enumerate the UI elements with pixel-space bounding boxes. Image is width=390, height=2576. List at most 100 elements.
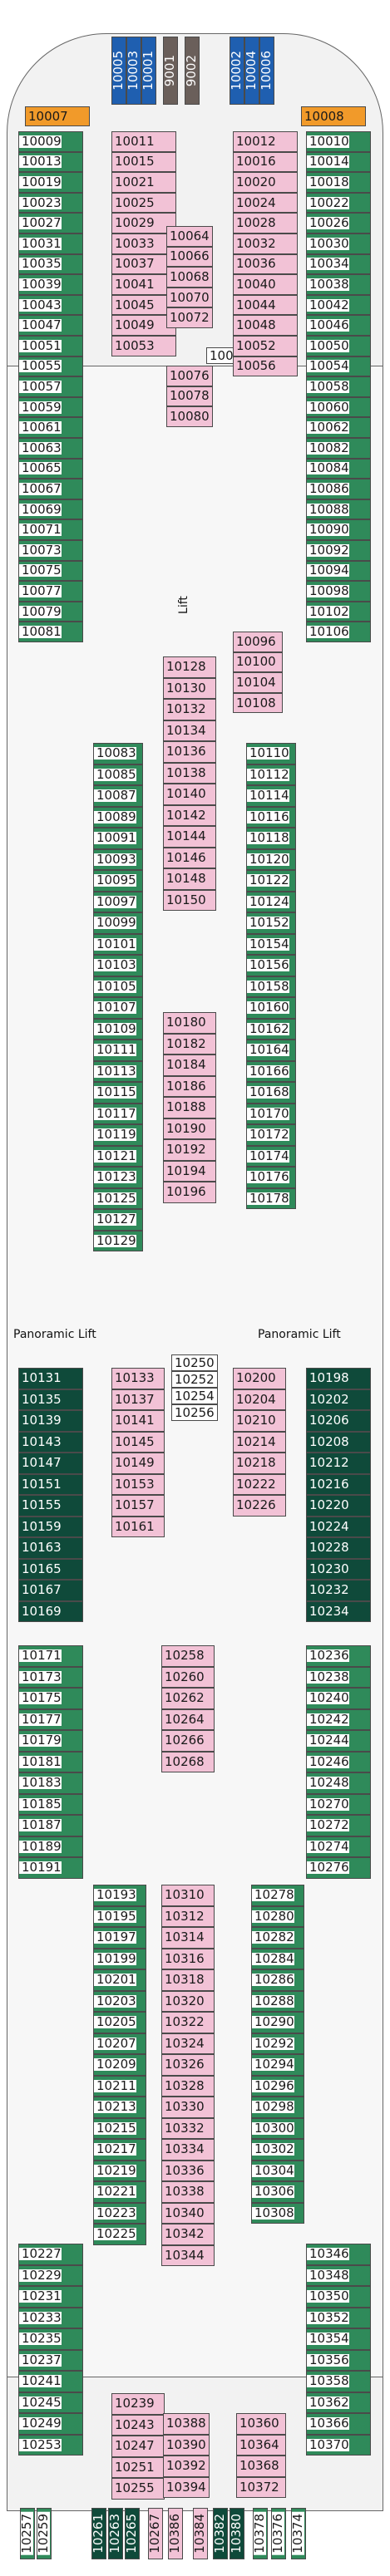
cabin-10175[interactable]: 10175 bbox=[18, 1688, 83, 1709]
cabin-10250[interactable]: 10250 bbox=[171, 1354, 218, 1371]
cabin-10270[interactable]: 10270 bbox=[306, 1793, 371, 1815]
cabin-10228[interactable]: 10228 bbox=[306, 1537, 371, 1559]
cabin-10362[interactable]: 10362 bbox=[306, 2392, 371, 2413]
cabin-10113[interactable]: 10113 bbox=[93, 1060, 143, 1082]
cabin-10298[interactable]: 10298 bbox=[251, 2097, 304, 2118]
cabin-10174[interactable]: 10174 bbox=[246, 1145, 296, 1167]
cabin-10029[interactable]: 10029 bbox=[111, 213, 176, 234]
cabin-10160[interactable]: 10160 bbox=[246, 997, 296, 1019]
cabin-10107[interactable]: 10107 bbox=[93, 997, 143, 1019]
cabin-10049[interactable]: 10049 bbox=[111, 315, 176, 336]
cabin-10002[interactable]: 10002 bbox=[230, 37, 244, 105]
cabin-10043[interactable]: 10043 bbox=[18, 294, 83, 316]
cabin-10009[interactable]: 10009 bbox=[18, 131, 83, 152]
cabin-10246[interactable]: 10246 bbox=[306, 1751, 371, 1772]
cabin-10200[interactable]: 10200 bbox=[233, 1368, 286, 1389]
cabin-10083[interactable]: 10083 bbox=[93, 743, 143, 764]
cabin-10046[interactable]: 10046 bbox=[306, 315, 371, 336]
cabin-10103[interactable]: 10103 bbox=[93, 955, 143, 976]
cabin-10024[interactable]: 10024 bbox=[233, 192, 298, 214]
cabin-10191[interactable]: 10191 bbox=[18, 1857, 83, 1879]
cabin-10168[interactable]: 10168 bbox=[246, 1082, 296, 1104]
cabin-10162[interactable]: 10162 bbox=[246, 1018, 296, 1040]
cabin-10061[interactable]: 10061 bbox=[18, 417, 83, 438]
cabin-10135[interactable]: 10135 bbox=[18, 1389, 83, 1410]
cabin-10340[interactable]: 10340 bbox=[161, 2202, 215, 2224]
cabin-10233[interactable]: 10233 bbox=[18, 2307, 83, 2328]
cabin-10090[interactable]: 10090 bbox=[306, 519, 371, 540]
cabin-10173[interactable]: 10173 bbox=[18, 1666, 83, 1688]
cabin-10151[interactable]: 10151 bbox=[18, 1473, 83, 1495]
cabin-10185[interactable]: 10185 bbox=[18, 1793, 83, 1815]
cabin-10261[interactable]: 10261 bbox=[91, 2508, 106, 2559]
cabin-10137[interactable]: 10137 bbox=[111, 1389, 165, 1410]
cabin-10154[interactable]: 10154 bbox=[246, 933, 296, 955]
cabin-10150[interactable]: 10150 bbox=[163, 889, 216, 911]
cabin-10312[interactable]: 10312 bbox=[161, 1905, 215, 1927]
cabin-10310[interactable]: 10310 bbox=[161, 1885, 215, 1906]
cabin-10256[interactable]: 10256 bbox=[171, 1404, 218, 1421]
cabin-9001[interactable]: 9001 bbox=[163, 37, 178, 105]
cabin-10245[interactable]: 10245 bbox=[18, 2392, 83, 2413]
cabin-10268[interactable]: 10268 bbox=[161, 1751, 215, 1772]
cabin-10342[interactable]: 10342 bbox=[161, 2224, 215, 2245]
cabin-10198[interactable]: 10198 bbox=[306, 1368, 371, 1389]
cabin-10229[interactable]: 10229 bbox=[18, 2264, 83, 2286]
cabin-10232[interactable]: 10232 bbox=[306, 1580, 371, 1601]
cabin-10026[interactable]: 10026 bbox=[306, 213, 371, 234]
cabin-10322[interactable]: 10322 bbox=[161, 2012, 215, 2033]
cabin-10294[interactable]: 10294 bbox=[251, 2054, 304, 2076]
cabin-10282[interactable]: 10282 bbox=[251, 1927, 304, 1949]
cabin-10290[interactable]: 10290 bbox=[251, 2012, 304, 2033]
cabin-10180[interactable]: 10180 bbox=[163, 1012, 216, 1034]
cabin-10346[interactable]: 10346 bbox=[306, 2244, 371, 2265]
cabin-10167[interactable]: 10167 bbox=[18, 1580, 83, 1601]
cabin-10240[interactable]: 10240 bbox=[306, 1688, 371, 1709]
cabin-10112[interactable]: 10112 bbox=[246, 764, 296, 785]
cabin-10093[interactable]: 10093 bbox=[93, 848, 143, 870]
cabin-10382[interactable]: 10382 bbox=[213, 2508, 228, 2559]
cabin-10218[interactable]: 10218 bbox=[233, 1453, 286, 1474]
cabin-10388[interactable]: 10388 bbox=[163, 2413, 210, 2435]
cabin-10099[interactable]: 10099 bbox=[93, 912, 143, 934]
cabin-10192[interactable]: 10192 bbox=[163, 1139, 216, 1161]
cabin-10047[interactable]: 10047 bbox=[18, 315, 83, 336]
cabin-10217[interactable]: 10217 bbox=[93, 2139, 146, 2161]
cabin-10213[interactable]: 10213 bbox=[93, 2097, 146, 2118]
cabin-10318[interactable]: 10318 bbox=[161, 1969, 215, 1991]
cabin-10147[interactable]: 10147 bbox=[18, 1453, 83, 1474]
cabin-10320[interactable]: 10320 bbox=[161, 1990, 215, 2012]
cabin-10236[interactable]: 10236 bbox=[306, 1645, 371, 1667]
cabin-10286[interactable]: 10286 bbox=[251, 1969, 304, 1991]
cabin-10249[interactable]: 10249 bbox=[18, 2413, 83, 2435]
cabin-10148[interactable]: 10148 bbox=[163, 868, 216, 890]
cabin-10011[interactable]: 10011 bbox=[111, 131, 176, 152]
cabin-10069[interactable]: 10069 bbox=[18, 499, 83, 520]
cabin-10224[interactable]: 10224 bbox=[306, 1516, 371, 1537]
cabin-10195[interactable]: 10195 bbox=[93, 1905, 146, 1927]
cabin-10231[interactable]: 10231 bbox=[18, 2286, 83, 2308]
cabin-10065[interactable]: 10065 bbox=[18, 458, 83, 479]
cabin-10328[interactable]: 10328 bbox=[161, 2075, 215, 2097]
cabin-10086[interactable]: 10086 bbox=[306, 479, 371, 499]
cabin-10374[interactable]: 10374 bbox=[291, 2508, 306, 2559]
cabin-10032[interactable]: 10032 bbox=[233, 234, 298, 254]
cabin-10038[interactable]: 10038 bbox=[306, 274, 371, 295]
cabin-10077[interactable]: 10077 bbox=[18, 581, 83, 602]
cabin-10102[interactable]: 10102 bbox=[306, 601, 371, 622]
cabin-10120[interactable]: 10120 bbox=[246, 848, 296, 870]
cabin-10078[interactable]: 10078 bbox=[166, 386, 213, 407]
cabin-10171[interactable]: 10171 bbox=[18, 1645, 83, 1667]
cabin-10016[interactable]: 10016 bbox=[233, 151, 298, 173]
cabin-10098[interactable]: 10098 bbox=[306, 581, 371, 602]
cabin-10292[interactable]: 10292 bbox=[251, 2033, 304, 2054]
cabin-10052[interactable]: 10052 bbox=[233, 336, 298, 356]
cabin-10187[interactable]: 10187 bbox=[18, 1815, 83, 1836]
cabin-10190[interactable]: 10190 bbox=[163, 1118, 216, 1139]
cabin-10386[interactable]: 10386 bbox=[168, 2508, 183, 2559]
cabin-10296[interactable]: 10296 bbox=[251, 2075, 304, 2097]
cabin-10129[interactable]: 10129 bbox=[93, 1230, 143, 1251]
cabin-10348[interactable]: 10348 bbox=[306, 2264, 371, 2286]
cabin-10324[interactable]: 10324 bbox=[161, 2033, 215, 2054]
cabin-10165[interactable]: 10165 bbox=[18, 1558, 83, 1580]
